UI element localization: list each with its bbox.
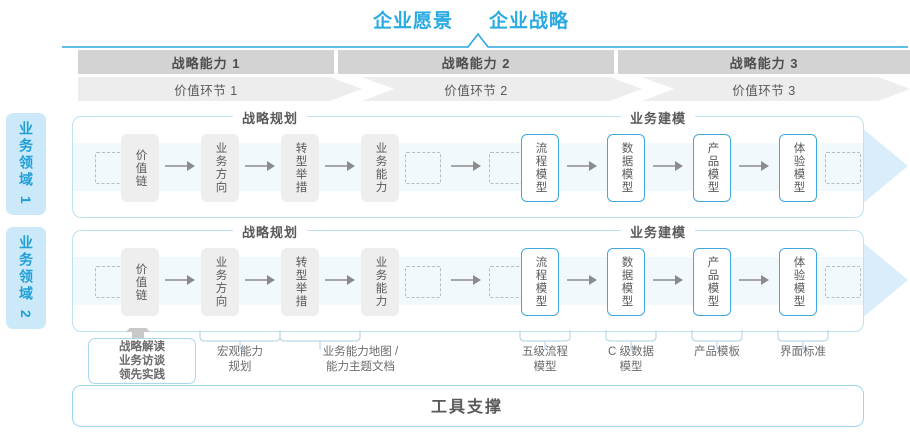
step-arrow	[325, 161, 355, 171]
section-caption-modeling-2: 业务建模	[621, 222, 696, 241]
modeling-rule-left-1	[513, 116, 618, 117]
process-box-experience-model-2[interactable]: 体验模型	[779, 248, 817, 316]
domain-tab-label-2: 业务领域 2	[18, 235, 34, 321]
bottom-label-ui-standard: 界面标准	[780, 346, 826, 358]
process-box-business-capability-1[interactable]: 业务能力	[361, 134, 399, 202]
step-arrow	[567, 275, 597, 285]
step-arrow	[653, 275, 683, 285]
bottom-label-c-level-data: C 级数据 模型	[608, 346, 654, 373]
bottom-label-macro-capability: 宏观能力 规划	[217, 346, 263, 373]
process-box-transformation-2[interactable]: 转型举措	[281, 248, 319, 316]
process-box-label: 体验模型	[792, 256, 805, 308]
domain-tab-1[interactable]: 业务领域 1	[6, 113, 46, 215]
vision-pointer-line	[62, 32, 908, 48]
process-box-process-model-2[interactable]: 流程模型	[521, 248, 559, 316]
process-box-label: 价值链	[134, 262, 147, 302]
process-box-process-model-1[interactable]: 流程模型	[521, 134, 559, 202]
process-box-label: 业务方向	[214, 256, 227, 308]
capability-band-1[interactable]: 战略能力 1	[78, 50, 334, 74]
process-box-label: 流程模型	[534, 256, 547, 308]
placeholder-box	[405, 266, 441, 298]
bottom-label-product-template: 产品模板	[694, 346, 740, 358]
process-box-business-direction-1[interactable]: 业务方向	[201, 134, 239, 202]
business-domain-row-1: 战略规划 业务建模 价值链 业务方向 转型举措 业务能力	[72, 108, 864, 218]
bottom-label-capability-map: 业务能力地图 / 能力主题文档	[322, 346, 399, 373]
planning-rule-left-2	[158, 230, 230, 231]
domain-tab-2[interactable]: 业务领域 2	[6, 227, 46, 329]
step-arrow	[245, 161, 275, 171]
tool-support-label: 工具支撑	[430, 399, 503, 416]
capability-band-2[interactable]: 战略能力 2	[338, 50, 614, 74]
placeholder-box	[825, 266, 861, 298]
process-box-product-model-2[interactable]: 产品模型	[693, 248, 731, 316]
section-caption-planning-1: 战略规划	[233, 108, 308, 127]
planning-rule-right-1	[335, 116, 407, 117]
capability-band-3[interactable]: 战略能力 3	[618, 50, 910, 74]
process-box-label: 数据模型	[620, 142, 633, 194]
tool-support-container	[72, 385, 864, 427]
placeholder-box	[405, 152, 441, 184]
process-box-label: 产品模型	[706, 256, 719, 308]
step-arrow	[739, 275, 769, 285]
planning-rule-left-1	[158, 116, 230, 117]
process-box-label: 价值链	[134, 148, 147, 188]
process-box-value-chain-1[interactable]: 价值链	[121, 134, 159, 202]
section-caption-modeling-1: 业务建模	[621, 108, 696, 127]
domain-tab-label-1: 业务领域 1	[18, 121, 34, 207]
process-box-label: 业务能力	[374, 256, 387, 308]
process-box-label: 产品模型	[706, 142, 719, 194]
bottom-label-five-level-process: 五级流程 模型	[522, 346, 568, 373]
step-arrow	[325, 275, 355, 285]
process-box-label: 业务能力	[374, 142, 387, 194]
step-arrow	[165, 275, 195, 285]
modeling-rule-right-1	[721, 116, 781, 117]
section-caption-planning-2: 战略规划	[233, 222, 308, 241]
strategy-interpretation-box[interactable]: 战略解读 业务访谈 领先实践	[88, 338, 196, 384]
process-box-label: 体验模型	[792, 142, 805, 194]
process-box-value-chain-2[interactable]: 价值链	[121, 248, 159, 316]
process-box-label: 转型举措	[294, 256, 307, 308]
planning-rule-right-2	[335, 230, 407, 231]
enterprise-vision-title: 企业愿景	[373, 11, 454, 32]
modeling-rule-left-2	[513, 230, 618, 231]
modeling-rule-right-2	[721, 230, 781, 231]
step-arrow	[567, 161, 597, 171]
step-arrow	[653, 161, 683, 171]
step-arrow	[245, 275, 275, 285]
process-box-product-model-1[interactable]: 产品模型	[693, 134, 731, 202]
process-box-business-capability-2[interactable]: 业务能力	[361, 248, 399, 316]
process-box-label: 数据模型	[620, 256, 633, 308]
business-domain-row-2: 战略规划 业务建模 价值链 业务方向 转型举措 业务能力	[72, 222, 864, 332]
placeholder-box	[489, 266, 525, 298]
process-box-label: 转型举措	[294, 142, 307, 194]
process-box-business-direction-2[interactable]: 业务方向	[201, 248, 239, 316]
value-link-chevron-band	[78, 77, 910, 101]
step-arrow	[165, 161, 195, 171]
process-box-label: 流程模型	[534, 142, 547, 194]
step-arrow	[451, 275, 481, 285]
process-box-data-model-1[interactable]: 数据模型	[607, 134, 645, 202]
process-box-label: 业务方向	[214, 142, 227, 194]
enterprise-strategy-title: 企业战略	[489, 11, 570, 32]
process-box-transformation-1[interactable]: 转型举措	[281, 134, 319, 202]
step-arrow	[451, 161, 481, 171]
step-arrow	[739, 161, 769, 171]
placeholder-box	[489, 152, 525, 184]
placeholder-box	[825, 152, 861, 184]
process-box-data-model-2[interactable]: 数据模型	[607, 248, 645, 316]
process-box-experience-model-1[interactable]: 体验模型	[779, 134, 817, 202]
